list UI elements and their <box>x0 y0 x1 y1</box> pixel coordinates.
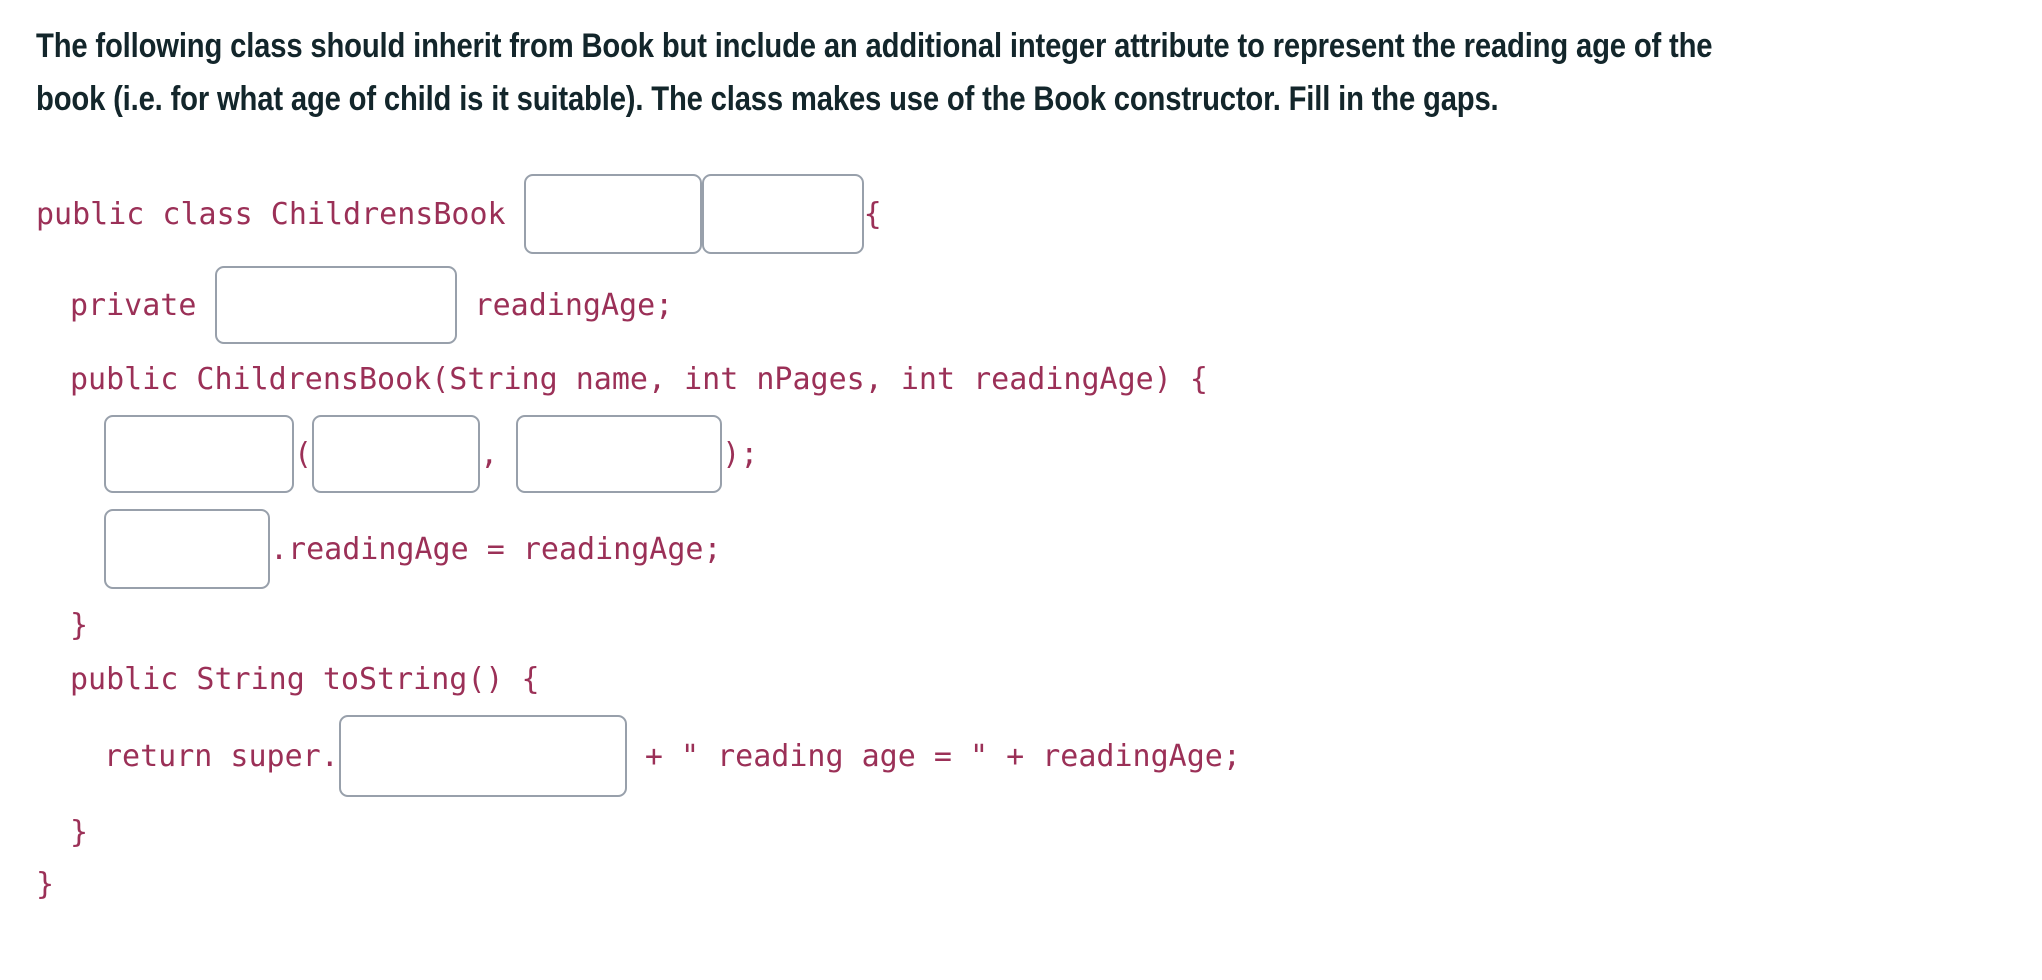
code-text-tostring-signature: public String toString() { <box>70 661 540 697</box>
code-text-open-paren-super: ( <box>294 436 313 472</box>
gap-input-super-arg-name[interactable] <box>312 415 481 493</box>
code-line-class-declaration: public class ChildrensBook { <box>36 168 1241 260</box>
code-line-tostring-signature: public String toString() { <box>36 652 1241 706</box>
question-prompt: The following class should inherit from … <box>36 27 1713 118</box>
code-text-private-keyword: private <box>70 287 215 323</box>
code-text-assignment: .readingAge = readingAge; <box>270 531 722 567</box>
code-block: public class ChildrensBook { private rea… <box>36 168 1241 910</box>
code-line-close-class: } <box>36 858 1241 910</box>
code-text-comma-super: , <box>480 436 517 472</box>
code-text-field-name: readingAge; <box>456 287 674 323</box>
code-line-close-constructor: } <box>36 598 1241 652</box>
gap-input-super-arg-npages[interactable] <box>516 415 723 493</box>
code-text-class-prefix: public class ChildrensBook <box>36 196 524 232</box>
code-text-return-super: return super. <box>104 738 339 774</box>
code-text-close-brace-constructor: } <box>70 607 89 643</box>
code-line-super-call: ( , ); <box>36 408 1241 500</box>
code-text-close-brace-class: } <box>36 866 55 902</box>
gap-input-super-tostring-call[interactable] <box>338 715 627 797</box>
code-line-field-declaration: private readingAge; <box>36 260 1241 350</box>
code-text-constructor-signature: public ChildrensBook(String name, int nP… <box>70 361 1208 397</box>
code-line-return-statement: return super. + " reading age = " + read… <box>36 706 1241 806</box>
gap-input-extends-keyword[interactable] <box>523 174 702 254</box>
gap-input-super-keyword[interactable] <box>104 415 294 493</box>
code-line-field-assignment: .readingAge = readingAge; <box>36 500 1241 598</box>
code-text-close-brace-tostring: } <box>70 814 89 850</box>
gap-input-field-type[interactable] <box>214 266 457 344</box>
code-line-constructor-signature: public ChildrensBook(String name, int nP… <box>36 350 1241 408</box>
code-text-return-concat: + " reading age = " + readingAge; <box>626 738 1241 774</box>
gap-input-this-keyword[interactable] <box>104 509 270 589</box>
code-line-close-tostring: } <box>36 806 1241 858</box>
code-text-close-paren-super: ); <box>722 436 759 472</box>
gap-input-superclass-name[interactable] <box>701 174 864 254</box>
code-text-open-brace-class: { <box>863 196 882 232</box>
